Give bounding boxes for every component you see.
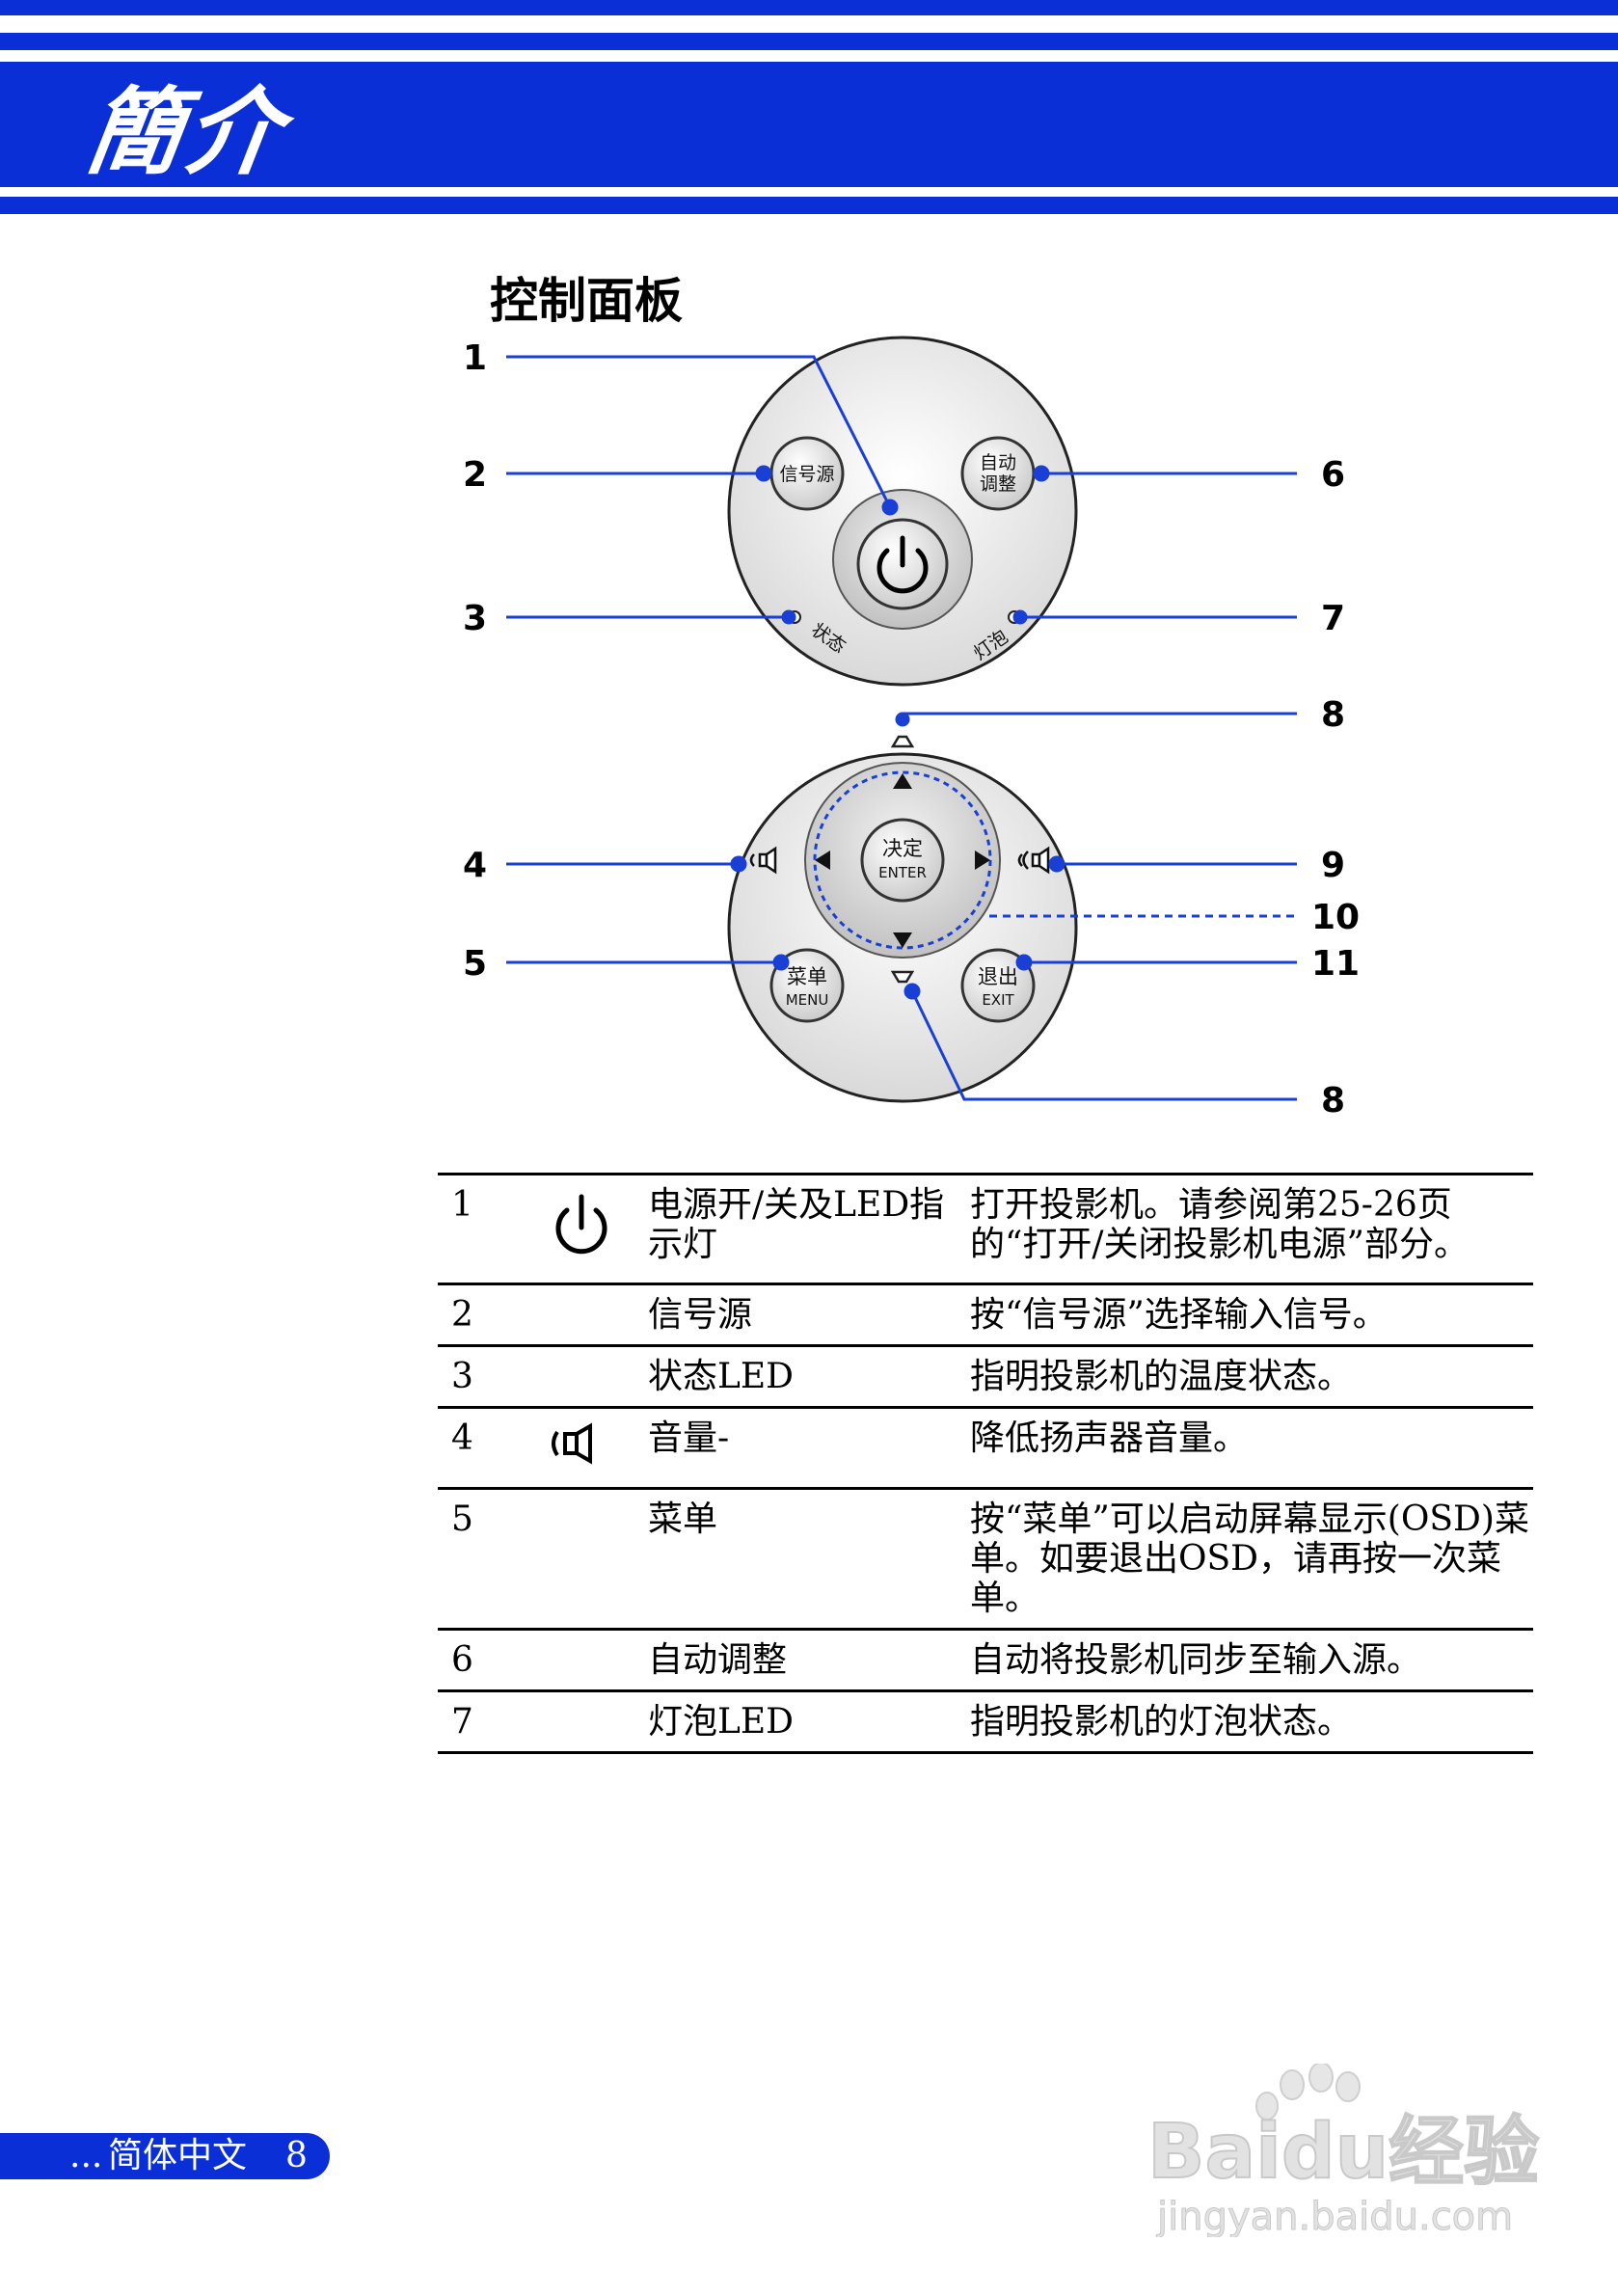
menu-label-1: 菜单 bbox=[787, 965, 827, 988]
footer-page-number: 8 bbox=[285, 2136, 308, 2175]
row-name: 自动调整 bbox=[648, 1629, 970, 1692]
row-icon bbox=[548, 1173, 648, 1285]
source-button[interactable]: 信号源 bbox=[769, 436, 845, 511]
enter-label-2: ENTER bbox=[878, 864, 927, 881]
upper-control-panel: 信号源 自动 调整 状态 灯泡 bbox=[727, 336, 1078, 687]
power-icon bbox=[876, 535, 929, 594]
keystone-down-icon[interactable] bbox=[890, 970, 915, 984]
down-arrow-icon[interactable] bbox=[893, 932, 912, 948]
row-description: 自动将投影机同步至输入源。 bbox=[970, 1629, 1533, 1692]
row-name: 电源开/关及LED指示灯 bbox=[648, 1173, 970, 1285]
row-number: 5 bbox=[438, 1488, 548, 1631]
callout-1: 1 bbox=[463, 338, 487, 378]
table-row: 3 状态LED 指明投影机的温度状态。 bbox=[438, 1345, 1533, 1409]
row-icon bbox=[548, 1629, 648, 1692]
menu-label-2: MENU bbox=[786, 991, 829, 1009]
table-row: 7 灯泡LED 指明投影机的灯泡状态。 bbox=[438, 1690, 1533, 1754]
row-description: 打开投影机。请参阅第25-26页的“打开/关闭投影机电源”部分。 bbox=[970, 1173, 1533, 1285]
row-number: 1 bbox=[438, 1173, 548, 1285]
callout-5: 5 bbox=[463, 944, 487, 984]
row-name: 状态LED bbox=[648, 1345, 970, 1409]
callout-10: 10 bbox=[1311, 898, 1360, 937]
header-stripe-top bbox=[0, 0, 1618, 15]
callout-4: 4 bbox=[463, 846, 487, 885]
callout-numbers: 1 2 3 4 5 6 7 8 9 10 11 8 bbox=[463, 338, 1360, 1121]
source-button-label: 信号源 bbox=[779, 464, 834, 485]
callout-7: 7 bbox=[1321, 599, 1345, 638]
volume-down-icon bbox=[552, 1422, 592, 1465]
watermark-brand: Baidu经验 bbox=[1147, 2109, 1539, 2196]
table-row: 1 电源开/关及LED指示灯 打开投影机。请参阅第25-26页的“打开/关闭投影… bbox=[438, 1173, 1533, 1285]
footer-language: 简体中文 bbox=[108, 2136, 248, 2175]
page-title: 簡介 bbox=[79, 78, 292, 188]
watermark-url: jingyan.baidu.com bbox=[1156, 2195, 1513, 2237]
control-panel-table: 1 电源开/关及LED指示灯 打开投影机。请参阅第25-26页的“打开/关闭投影… bbox=[438, 1173, 1533, 1754]
row-icon bbox=[548, 1407, 648, 1490]
table-row: 6 自动调整 自动将投影机同步至输入源。 bbox=[438, 1629, 1533, 1692]
auto-adjust-button[interactable]: 自动 调整 bbox=[960, 436, 1036, 511]
section-title: 控制面板 bbox=[490, 273, 683, 329]
auto-button-label-1: 自动 bbox=[980, 452, 1016, 473]
table-row: 2 信号源 按“信号源”选择输入信号。 bbox=[438, 1283, 1533, 1347]
power-button[interactable] bbox=[856, 518, 949, 610]
header-stripe-bottom bbox=[0, 197, 1618, 214]
row-number: 2 bbox=[438, 1283, 548, 1347]
row-name: 信号源 bbox=[648, 1283, 970, 1347]
row-description: 指明投影机的温度状态。 bbox=[970, 1345, 1533, 1409]
callout-8-bottom: 8 bbox=[1321, 1081, 1345, 1121]
footer-page-tab: ... 简体中文 8 bbox=[0, 2133, 330, 2179]
row-number: 7 bbox=[438, 1690, 548, 1754]
row-icon bbox=[548, 1690, 648, 1754]
row-number: 6 bbox=[438, 1629, 548, 1692]
row-number: 3 bbox=[438, 1345, 548, 1409]
row-description: 指明投影机的灯泡状态。 bbox=[970, 1690, 1533, 1754]
volume-down-icon[interactable] bbox=[749, 846, 777, 875]
volume-up-icon[interactable] bbox=[1017, 846, 1050, 875]
callout-9: 9 bbox=[1321, 846, 1345, 885]
enter-button[interactable]: 决定 ENTER bbox=[860, 818, 945, 903]
leader-lines bbox=[506, 355, 1297, 1101]
table-row: 5 菜单 按“菜单”可以启动屏幕显示(OSD)菜单。如要退出OSD，请再按一次菜… bbox=[438, 1488, 1533, 1631]
row-name: 音量- bbox=[648, 1407, 970, 1490]
row-icon bbox=[548, 1345, 648, 1409]
row-icon bbox=[548, 1488, 648, 1631]
power-icon bbox=[555, 1194, 607, 1255]
baidu-paw-logo-icon: Baidu经验 jingyan.baidu.com bbox=[1146, 2062, 1540, 2240]
exit-label-1: 退出 bbox=[978, 965, 1018, 988]
footer-prefix: ... bbox=[69, 2136, 103, 2175]
lower-control-panel: 决定 ENTER 菜单 MENU 退出 EXIT bbox=[727, 735, 1078, 1103]
row-description: 按“菜单”可以启动屏幕显示(OSD)菜单。如要退出OSD，请再按一次菜单。 bbox=[970, 1488, 1533, 1631]
row-number: 4 bbox=[438, 1407, 548, 1490]
row-icon bbox=[548, 1283, 648, 1347]
table-row: 4 音量- 降低扬声器音量。 bbox=[438, 1407, 1533, 1490]
row-description: 降低扬声器音量。 bbox=[970, 1407, 1533, 1490]
row-description: 按“信号源”选择输入信号。 bbox=[970, 1283, 1533, 1347]
left-arrow-icon[interactable] bbox=[815, 851, 830, 870]
callout-8-top: 8 bbox=[1321, 695, 1345, 735]
row-name: 灯泡LED bbox=[648, 1690, 970, 1754]
baidu-watermark: Baidu经验 jingyan.baidu.com bbox=[1146, 2062, 1552, 2240]
menu-button[interactable]: 菜单 MENU bbox=[769, 948, 845, 1023]
exit-label-2: EXIT bbox=[982, 991, 1014, 1009]
callout-3: 3 bbox=[463, 599, 487, 638]
keystone-up-icon[interactable] bbox=[890, 735, 915, 748]
header-band bbox=[0, 62, 1618, 187]
control-panel-diagram: 信号源 自动 调整 状态 灯泡 决定 ENTER bbox=[463, 336, 1360, 1121]
auto-button-label-2: 调整 bbox=[980, 473, 1016, 495]
right-arrow-icon[interactable] bbox=[975, 851, 990, 870]
row-name: 菜单 bbox=[648, 1488, 970, 1631]
callout-11: 11 bbox=[1311, 944, 1360, 984]
exit-button[interactable]: 退出 EXIT bbox=[960, 948, 1036, 1023]
callout-2: 2 bbox=[463, 455, 487, 495]
callout-6: 6 bbox=[1321, 455, 1345, 495]
header-stripe-thin bbox=[0, 33, 1618, 50]
enter-label-1: 决定 bbox=[882, 837, 923, 860]
page-header: 簡介 bbox=[0, 0, 1618, 216]
up-arrow-icon[interactable] bbox=[893, 773, 912, 789]
